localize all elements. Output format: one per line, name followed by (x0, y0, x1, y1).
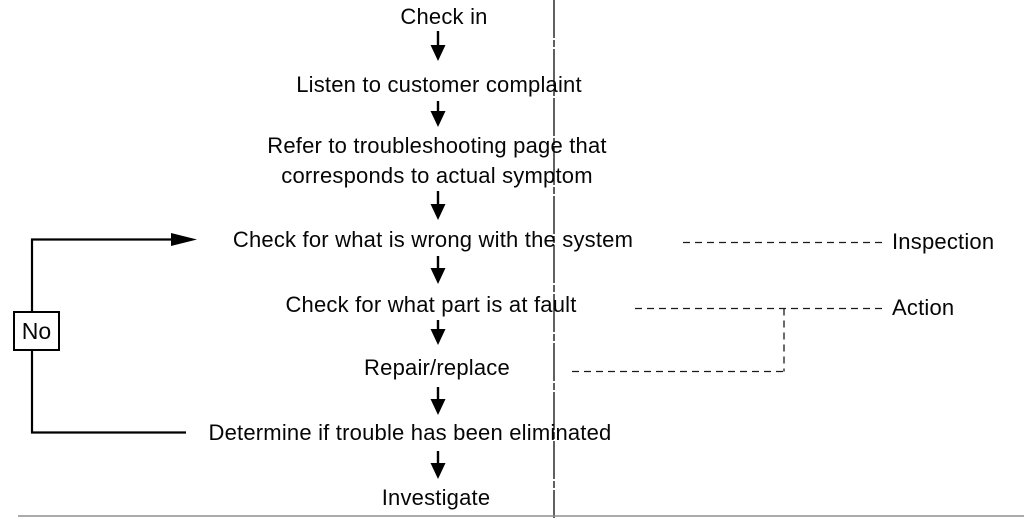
flow-arrow-down-icon (430, 191, 446, 220)
side-label-inspection: Inspection (892, 229, 995, 254)
no-label-box: No (13, 311, 60, 351)
flow-arrow-down-icon (430, 101, 446, 127)
flow-arrow-down-icon (430, 387, 446, 415)
no-label: No (21, 317, 52, 344)
flow-step-repair-replace: Repair/replace (364, 355, 510, 380)
arrow-right-icon (171, 233, 197, 246)
flow-step-check-part: Check for what part is at fault (285, 292, 577, 317)
flow-arrow-down-icon (430, 451, 446, 479)
flow-step-listen-complaint: Listen to customer complaint (296, 72, 582, 97)
flow-step-check-system: Check for what is wrong with the system (232, 227, 634, 252)
flow-step-determine-eliminated: Determine if trouble has been eliminated (208, 420, 612, 445)
flow-step-investigate: Investigate (381, 485, 491, 510)
flow-arrow-down-icon (430, 256, 446, 284)
flow-step-check-in: Check in (400, 4, 488, 29)
flow-arrow-down-icon (430, 31, 446, 61)
flow-step-refer-troubleshooting: Refer to troubleshooting page that corre… (267, 133, 607, 188)
flow-arrow-down-icon (430, 320, 446, 345)
side-label-action: Action (892, 295, 955, 320)
